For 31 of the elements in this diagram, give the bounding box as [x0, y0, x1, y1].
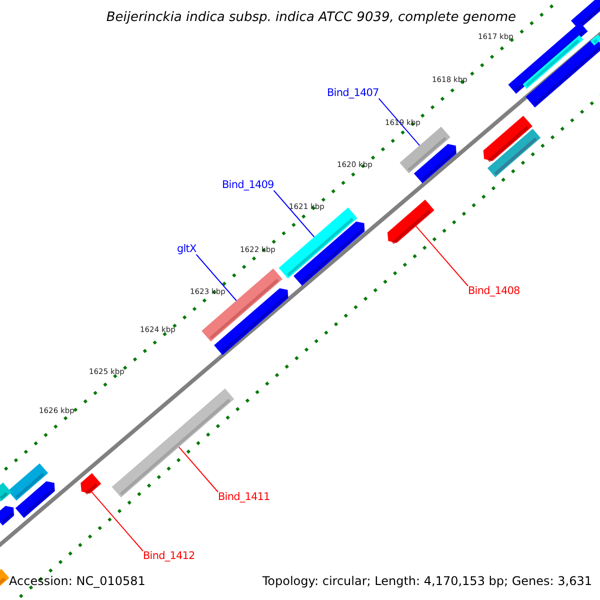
gene-label: Bind_1408 — [468, 286, 520, 296]
gene-feature — [526, 40, 600, 108]
gene-feature — [483, 116, 532, 162]
gene-label: Bind_1411 — [218, 492, 270, 502]
gene-feature — [414, 144, 456, 184]
leader-line — [91, 491, 144, 552]
gene-feature — [294, 222, 365, 286]
gene-feature — [590, 34, 600, 46]
footer-text: Accession: NC_010581 — [9, 575, 146, 587]
gene-feature — [15, 481, 55, 518]
gene-label: Bind_1412 — [143, 551, 195, 562]
leader-line — [196, 254, 237, 302]
leader-line — [273, 190, 315, 238]
gene-label: Bind_1407 — [327, 88, 379, 98]
gene-feature — [80, 473, 102, 495]
gene-feature — [0, 568, 10, 588]
gene-feature — [400, 126, 450, 174]
leader-line — [416, 226, 468, 286]
gene-feature — [214, 288, 288, 356]
gene-feature — [0, 506, 14, 526]
gene-feature — [387, 200, 434, 244]
gene-feature — [0, 482, 12, 502]
footer-text: Topology: circular; Length: 4,170,153 bp; Genes: 3,631 — [262, 575, 592, 587]
gene-feature — [522, 35, 584, 89]
map-title: Beijerinckia indica subsp. indica ATCC 9039, complete genome — [106, 11, 516, 24]
leader-line — [178, 446, 218, 492]
gene-feature — [8, 463, 48, 501]
gene-label: Bind_1409 — [222, 180, 274, 190]
leader-line — [378, 98, 420, 146]
gene-feature — [487, 128, 541, 178]
gene-label: gltX — [177, 244, 196, 254]
